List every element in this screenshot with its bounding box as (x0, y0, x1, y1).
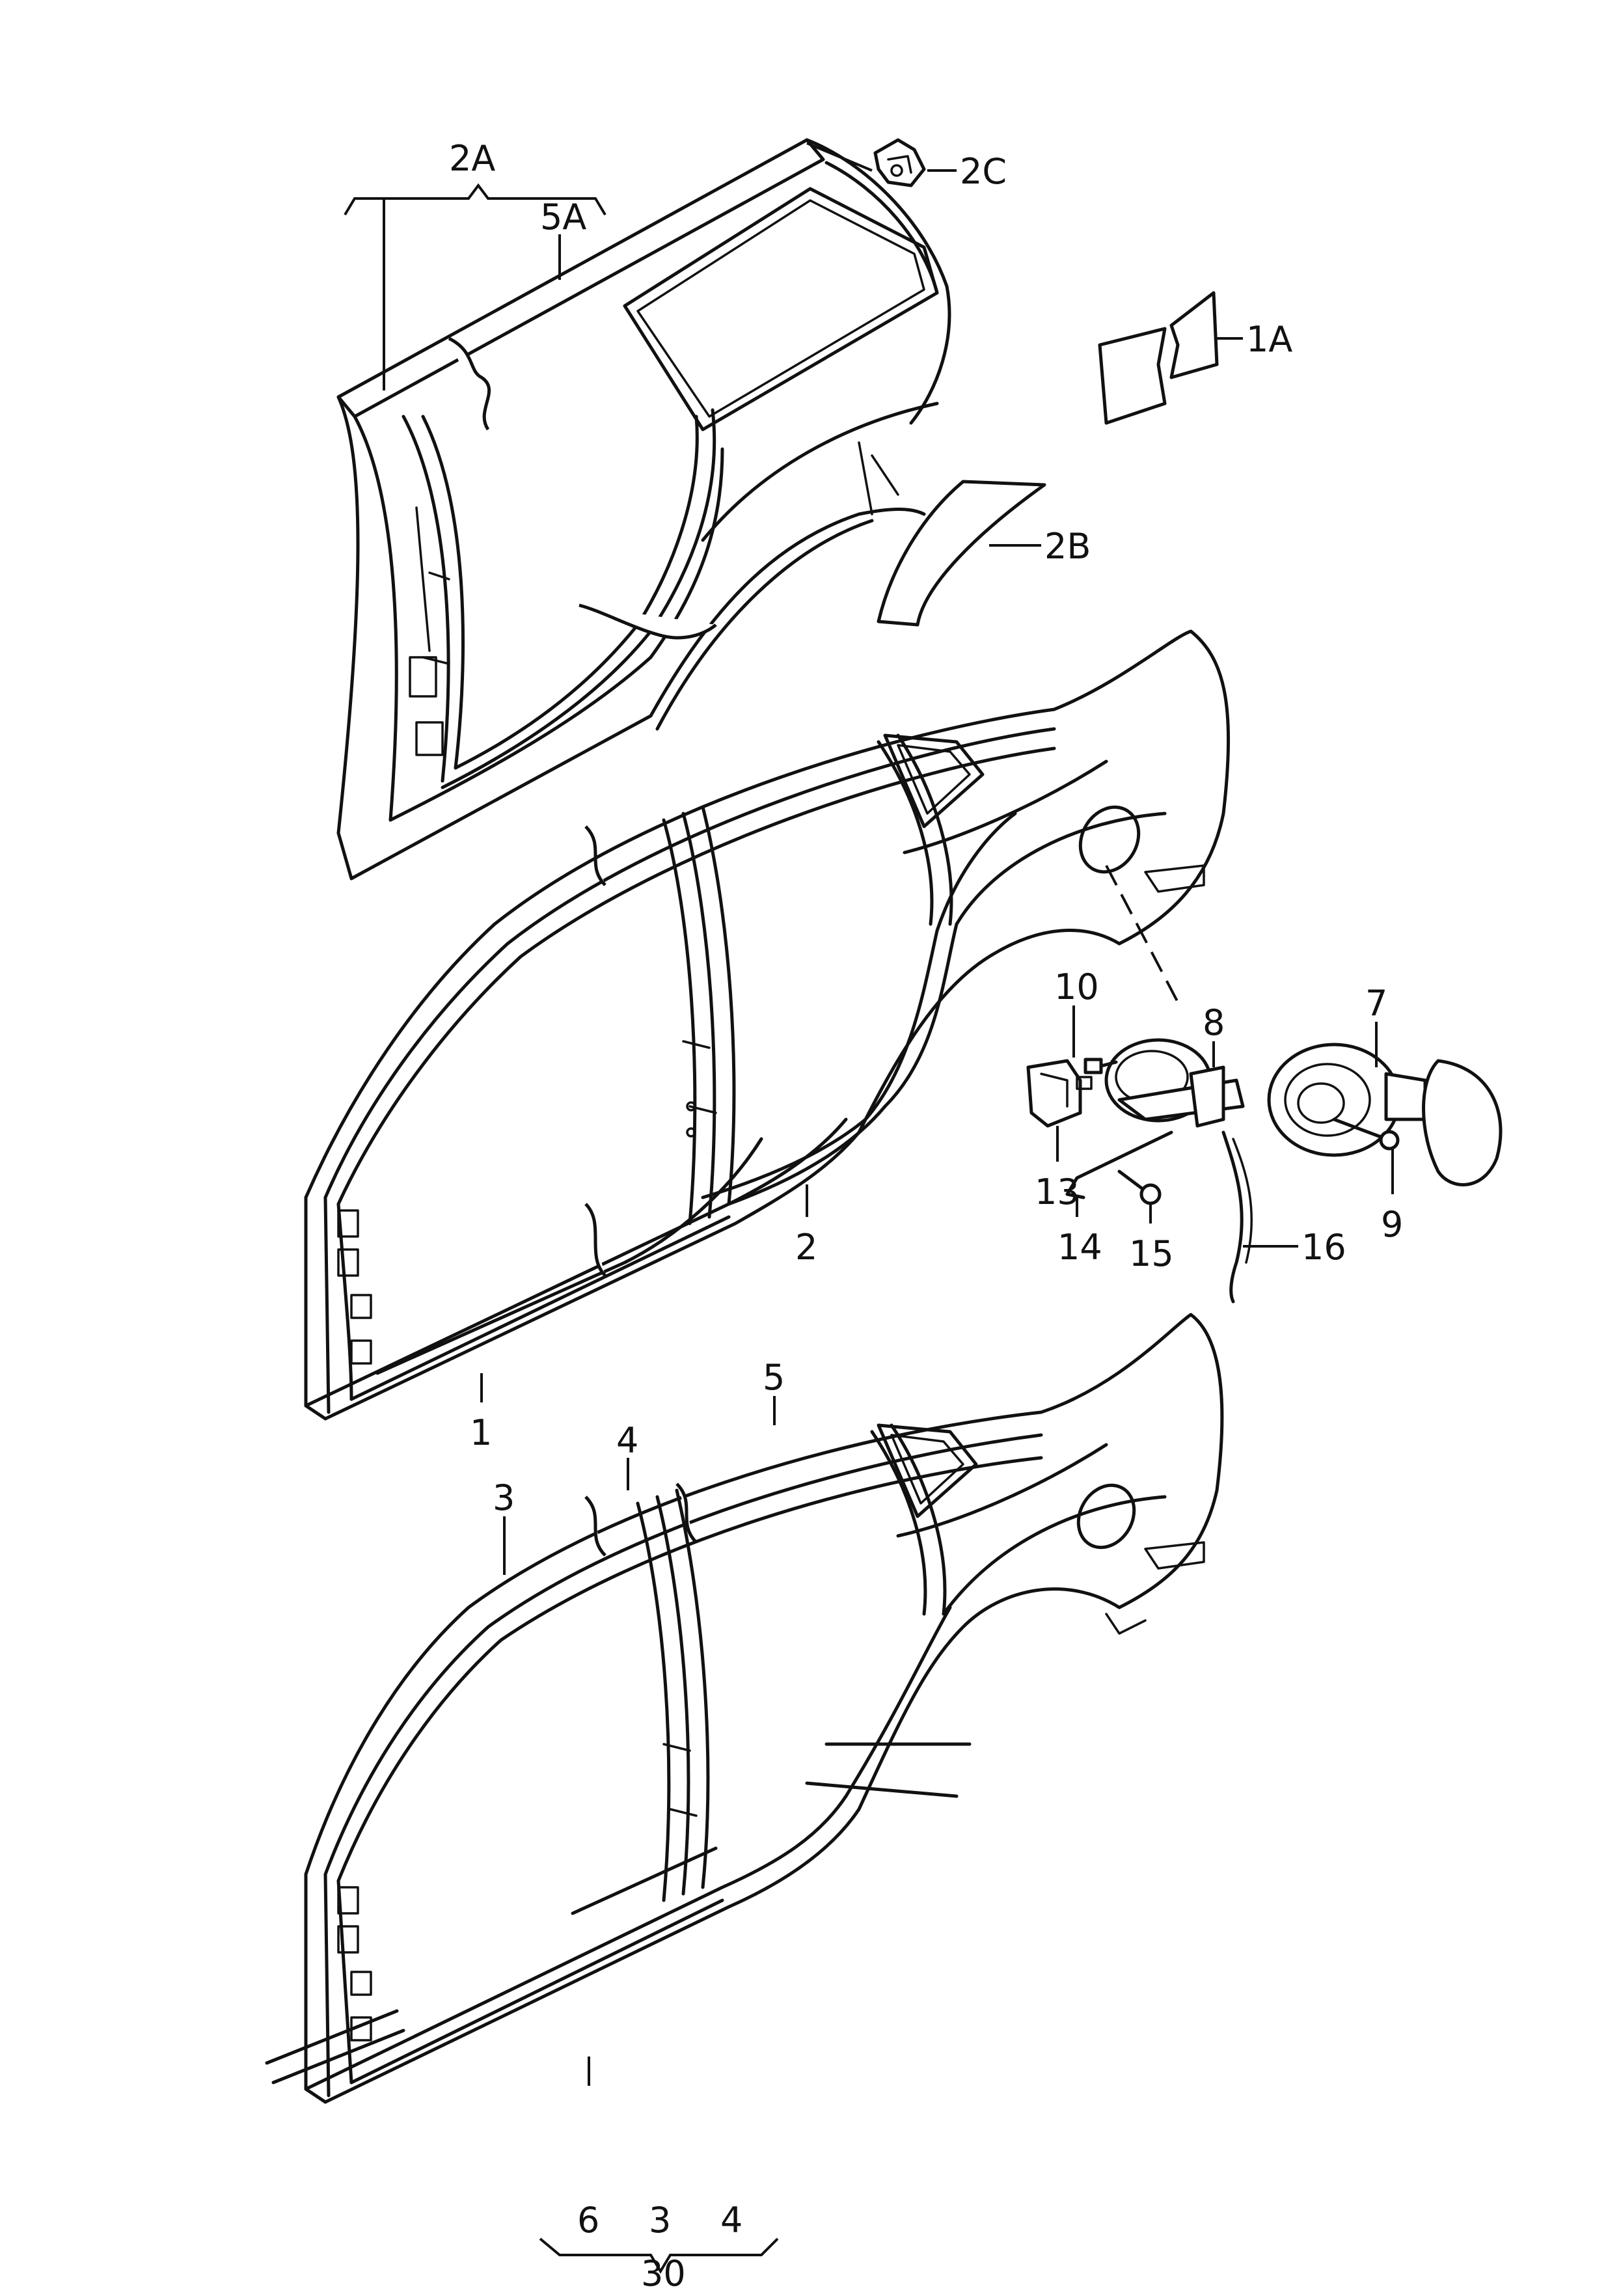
rear-side-section-panel (336, 138, 951, 881)
callout-30: 30 (641, 2253, 686, 2293)
callout-8: 8 (1203, 1002, 1225, 1043)
callout-4-upper: 4 (616, 1420, 638, 1461)
callout-2a: 2A (449, 138, 495, 179)
sheet-part-1a (1098, 291, 1219, 425)
bracket-part-8 (1189, 1065, 1225, 1128)
callout-10: 10 (1054, 966, 1099, 1007)
callout-2: 2 (795, 1227, 817, 1268)
screw-part-9 (1332, 1117, 1400, 1151)
arch-trim-part-2b (877, 480, 1046, 627)
rod-part-14 (1065, 1130, 1173, 1199)
clip-part-2c (873, 138, 926, 187)
callout-9: 9 (1381, 1204, 1403, 1245)
callout-4-lower: 4 (720, 2200, 742, 2241)
callout-5: 5 (763, 1357, 785, 1398)
bracket-group-2a (344, 142, 873, 390)
callout-2b: 2B (1044, 526, 1091, 567)
callout-16: 16 (1301, 1227, 1346, 1268)
screw-part-15 (1117, 1169, 1162, 1205)
callout-2c: 2C (960, 151, 1007, 192)
actuator-part-13 (1026, 1059, 1093, 1128)
callout-14: 14 (1057, 1227, 1102, 1268)
bracket-group-30 (539, 2237, 779, 2274)
callout-3-lower: 3 (649, 2200, 671, 2241)
filler-cap-part-7 (1267, 1043, 1503, 1186)
bolt-part-10 (1083, 1058, 1118, 1074)
callout-7: 7 (1365, 983, 1387, 1024)
callout-1: 1 (470, 1412, 492, 1453)
callout-3-upper: 3 (493, 1477, 515, 1518)
hose-part-16 (1221, 1130, 1253, 1304)
callout-6: 6 (577, 2200, 599, 2241)
callout-1a: 1A (1246, 319, 1292, 360)
outer-side-section-panel (265, 1313, 1224, 2104)
callout-15: 15 (1129, 1233, 1174, 1274)
side-panel-assembly (304, 629, 1231, 1421)
callout-13: 13 (1035, 1171, 1080, 1212)
callout-5a: 5A (540, 197, 586, 238)
